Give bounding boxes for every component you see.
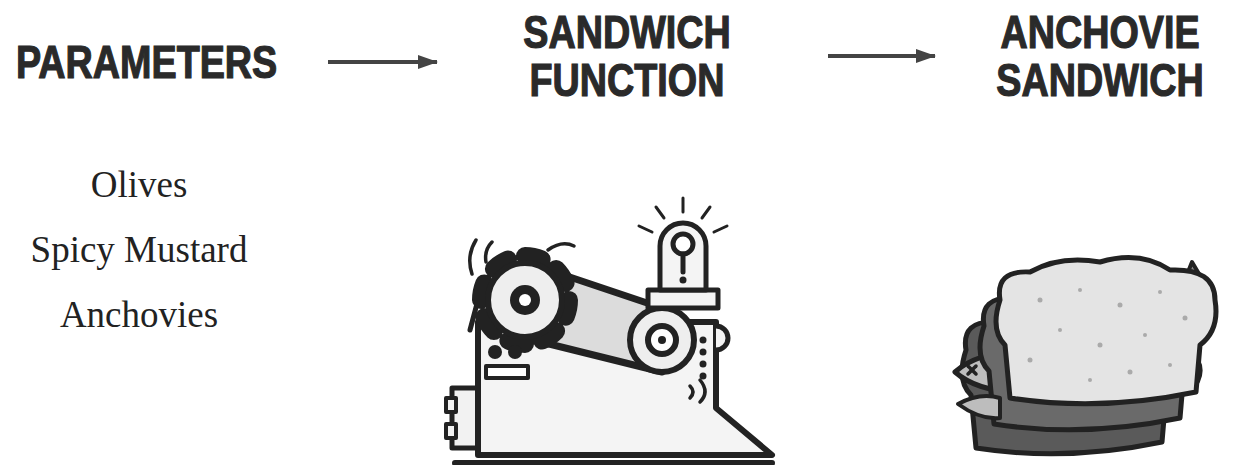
parameter-label: Spicy Mustard <box>19 229 259 271</box>
beacon-ray <box>656 207 664 218</box>
motion-arc <box>486 242 492 262</box>
heading-text: SANDWICH FUNCTION <box>512 8 742 104</box>
heading-text: ANCHOVIE SANDWICH <box>985 8 1215 104</box>
beacon-dot <box>680 277 687 284</box>
parameter-label: Anchovies <box>19 294 259 336</box>
anchovy-head <box>958 396 1000 418</box>
bread-slice-top <box>996 258 1216 404</box>
beacon-base <box>648 290 718 308</box>
motion-arc <box>548 244 574 250</box>
motion-arc <box>690 386 693 398</box>
gear-axle <box>519 294 531 306</box>
flow-arrow <box>828 54 935 58</box>
speckle <box>1118 303 1123 308</box>
parameter-label: Olives <box>19 164 259 206</box>
indicator-dot <box>700 349 707 356</box>
motion-marks <box>470 240 705 402</box>
sandwich-illustration <box>955 258 1216 454</box>
speckle <box>1028 358 1033 363</box>
speckle <box>1078 288 1082 292</box>
beacon-ray <box>639 226 652 232</box>
beacon-dome <box>660 223 706 290</box>
machine-tab <box>446 424 456 438</box>
flow-arrow <box>328 60 437 64</box>
heading-node: SANDWICH FUNCTION <box>487 8 767 104</box>
beacon-ray <box>714 226 727 232</box>
speckle <box>1058 328 1062 332</box>
indicator-dot <box>700 361 707 368</box>
machine-button <box>508 345 522 359</box>
pulley-hub <box>648 326 676 354</box>
speckle <box>1143 333 1147 337</box>
machine-knob <box>716 326 728 350</box>
speckle <box>1183 316 1188 321</box>
speckle <box>1158 290 1162 294</box>
machine-tab <box>446 398 456 412</box>
beacon-ray <box>702 207 710 218</box>
speckle <box>1168 363 1172 367</box>
pulley-wheel <box>630 308 694 372</box>
bread-speckles <box>1028 288 1188 382</box>
motion-arc <box>470 240 476 274</box>
heading-node: PARAMETERS <box>0 38 289 86</box>
speckle <box>1128 370 1133 375</box>
beacon-lamp <box>673 234 693 254</box>
speckle <box>1038 298 1043 303</box>
fish-eye-stroke <box>968 366 976 374</box>
heading-text: PARAMETERS <box>16 38 262 86</box>
gear-wheel <box>488 263 562 337</box>
gear-hub <box>510 285 540 315</box>
pulley-axle <box>658 336 666 344</box>
machine-button <box>488 345 502 359</box>
fish-eye-stroke <box>968 366 976 374</box>
machine-illustration <box>446 198 772 463</box>
beacon-rays <box>639 198 727 232</box>
speckle <box>1088 378 1092 382</box>
heading-node: ANCHOVIE SANDWICH <box>960 8 1236 104</box>
beacon-stem <box>681 254 686 272</box>
motion-arc <box>700 380 705 402</box>
machine-slot <box>486 366 528 378</box>
machine-base <box>455 460 772 465</box>
beacon-ray <box>682 198 685 212</box>
indicator-dot <box>700 337 707 344</box>
speckle <box>1098 343 1103 348</box>
gear-teeth <box>481 256 569 344</box>
